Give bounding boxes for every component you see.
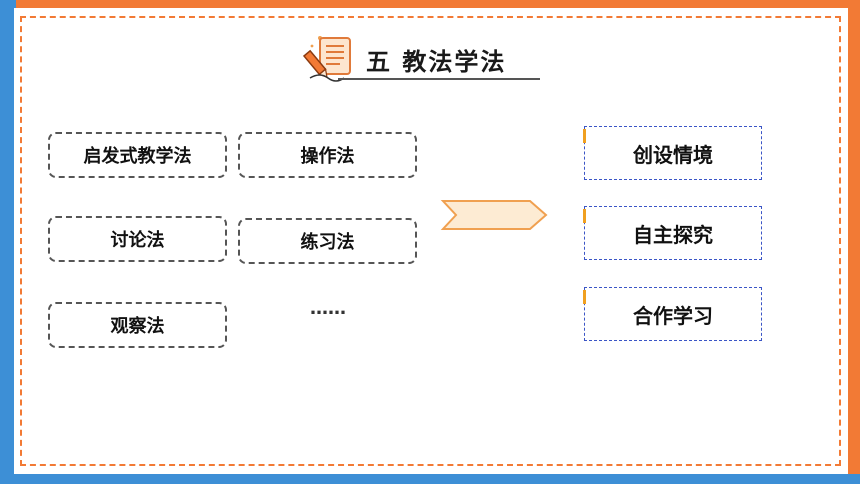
page-title: 五 教法学法 bbox=[366, 47, 507, 76]
frame-blue-left-edge bbox=[0, 0, 16, 484]
method-practice: 练习法 bbox=[238, 218, 417, 264]
more-ellipsis: …… bbox=[310, 298, 346, 319]
learn-cooperative: 合作学习 bbox=[583, 287, 762, 341]
frame-blue-bottom-edge bbox=[0, 474, 860, 484]
accent-mark bbox=[583, 209, 586, 223]
frame-orange-right-edge bbox=[846, 0, 860, 474]
dashed-inner-border bbox=[20, 16, 841, 466]
learn-situation: 创设情境 bbox=[583, 126, 762, 180]
learn-cooperative-label: 合作学习 bbox=[633, 303, 713, 328]
learn-situation-label: 创设情境 bbox=[633, 142, 713, 167]
chevron-arrow-icon bbox=[440, 200, 548, 230]
accent-mark bbox=[583, 290, 586, 304]
accent-mark bbox=[583, 129, 586, 143]
learn-inquiry-label: 自主探究 bbox=[633, 222, 713, 247]
method-discussion: 讨论法 bbox=[48, 216, 227, 262]
frame-orange-top-edge bbox=[16, 0, 860, 10]
method-observation: 观察法 bbox=[48, 302, 227, 348]
learn-inquiry: 自主探究 bbox=[583, 206, 762, 260]
notepad-pencil-icon bbox=[302, 36, 351, 82]
slide-header: 五 教法学法 bbox=[298, 32, 543, 84]
method-operation: 操作法 bbox=[238, 132, 417, 178]
title-underline bbox=[338, 78, 540, 80]
method-heuristic: 启发式教学法 bbox=[48, 132, 227, 178]
